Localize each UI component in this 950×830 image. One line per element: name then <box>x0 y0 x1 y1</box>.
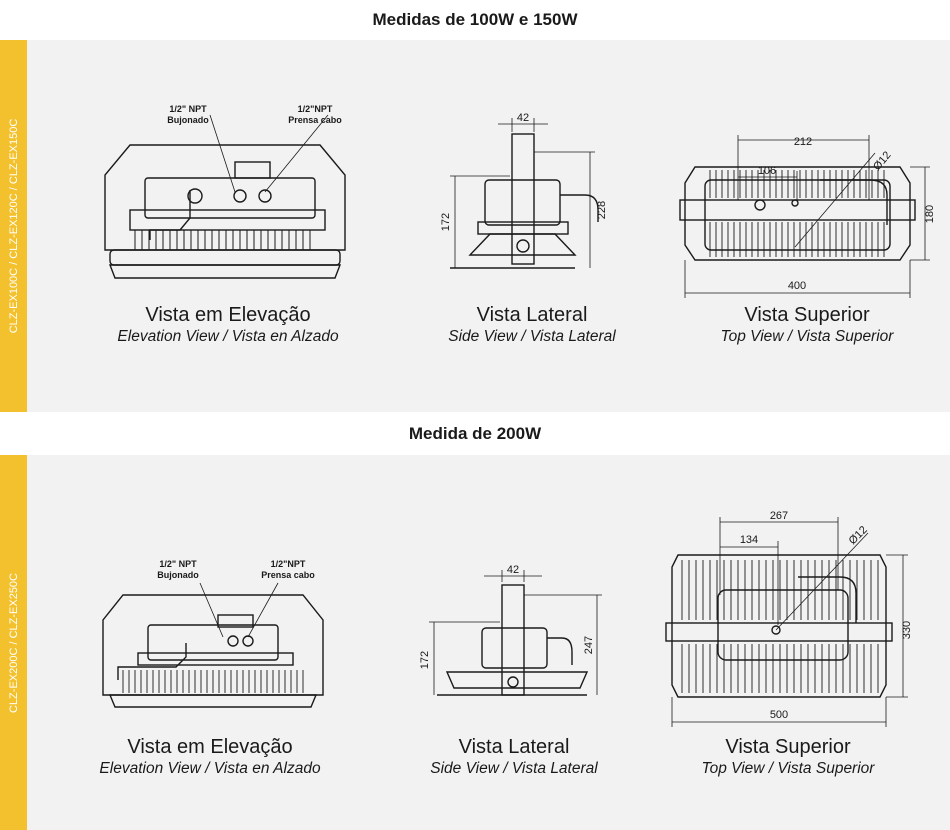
npt-left-label: 1/2" NPT <box>159 559 197 569</box>
section-2-model-label: CLZ-EX200C / CLZ-EX250C <box>7 572 20 713</box>
top-caption-block: Vista Superior Top View / Vista Superior <box>657 303 950 347</box>
section-2-title: Medida de 200W <box>408 424 542 443</box>
top-subcaption: Top View / Vista Superior <box>720 328 894 345</box>
side-subcaption: Side View / Vista Lateral <box>430 760 598 777</box>
bujonado-label: Bujonado <box>167 115 209 125</box>
npt-right-label: 1/2"NPT <box>271 559 306 569</box>
elevation-subcaption: Elevation View / Vista en Alzado <box>117 328 339 345</box>
top-dim-a: 212 <box>794 136 812 148</box>
side-dim-top: 42 <box>507 564 519 576</box>
top-caption: Vista Superior <box>725 736 851 758</box>
section-1-panel: CLZ-EX100C / CLZ-EX120C / CLZ-EX150C 1/2… <box>0 40 950 412</box>
top-subcaption: Top View / Vista Superior <box>701 760 875 777</box>
top-caption-block: Vista Superior Top View / Vista Superior <box>638 735 938 779</box>
section-2-panel: CLZ-EX200C / CLZ-EX250C 1/2" NPT Bujonad… <box>0 455 950 830</box>
side-subcaption: Side View / Vista Lateral <box>448 328 616 345</box>
section-2-sidebar: CLZ-EX200C / CLZ-EX250C <box>0 455 27 830</box>
side-caption: Vista Lateral <box>476 304 588 326</box>
prensa-cabo-label: Prensa cabo <box>288 115 342 125</box>
side-view-drawing: 42 172 247 <box>419 564 602 696</box>
elevation-caption-block: Vista em Elevação Elevation View / Vista… <box>78 303 378 347</box>
elevation-view-drawing: 1/2" NPT Bujonado 1/2"NPT Prensa cabo <box>102 559 324 708</box>
side-dim-right: 247 <box>583 636 595 654</box>
elevation-caption: Vista em Elevação <box>127 736 293 758</box>
top-dim-width: 500 <box>770 709 788 721</box>
top-dim-b: 106 <box>758 165 776 177</box>
top-caption: Vista Superior <box>744 304 870 326</box>
top-view-drawing: 212 106 Ø12 180 400 <box>679 135 936 298</box>
section-1-model-label: CLZ-EX100C / CLZ-EX120C / CLZ-EX150C <box>7 118 20 334</box>
side-caption: Vista Lateral <box>458 736 570 758</box>
prensa-cabo-label: Prensa cabo <box>261 570 315 580</box>
side-caption-block: Vista Lateral Side View / Vista Lateral <box>364 735 664 779</box>
npt-left-label: 1/2" NPT <box>169 104 207 114</box>
top-view-drawing: 267 134 Ø12 330 500 <box>665 510 913 727</box>
top-dim-height: 180 <box>924 205 936 223</box>
elevation-caption-block: Vista em Elevação Elevation View / Vista… <box>60 735 360 779</box>
top-dim-b: 134 <box>740 534 758 546</box>
top-dim-diameter: Ø12 <box>847 524 870 547</box>
side-dim-left: 172 <box>419 651 431 669</box>
elevation-subcaption: Elevation View / Vista en Alzado <box>99 760 321 777</box>
section-1-title: Medidas de 100W e 150W <box>372 10 578 29</box>
side-dim-left: 172 <box>440 213 452 231</box>
side-dim-right: 228 <box>596 201 608 219</box>
top-dim-width: 400 <box>788 280 806 292</box>
npt-right-label: 1/2"NPT <box>298 104 333 114</box>
top-dim-height: 330 <box>901 621 913 639</box>
top-dim-diameter: Ø12 <box>871 149 894 173</box>
side-dim-top: 42 <box>517 112 529 124</box>
side-caption-block: Vista Lateral Side View / Vista Lateral <box>382 303 682 347</box>
top-dim-a: 267 <box>770 510 788 522</box>
bujonado-label: Bujonado <box>157 570 199 580</box>
section-1-sidebar: CLZ-EX100C / CLZ-EX120C / CLZ-EX150C <box>0 40 27 412</box>
elevation-view-drawing: 1/2" NPT Bujonado 1/2"NPT Prensa cabo <box>104 104 346 279</box>
elevation-caption: Vista em Elevação <box>145 304 311 326</box>
side-view-drawing: 42 172 228 <box>440 112 608 269</box>
